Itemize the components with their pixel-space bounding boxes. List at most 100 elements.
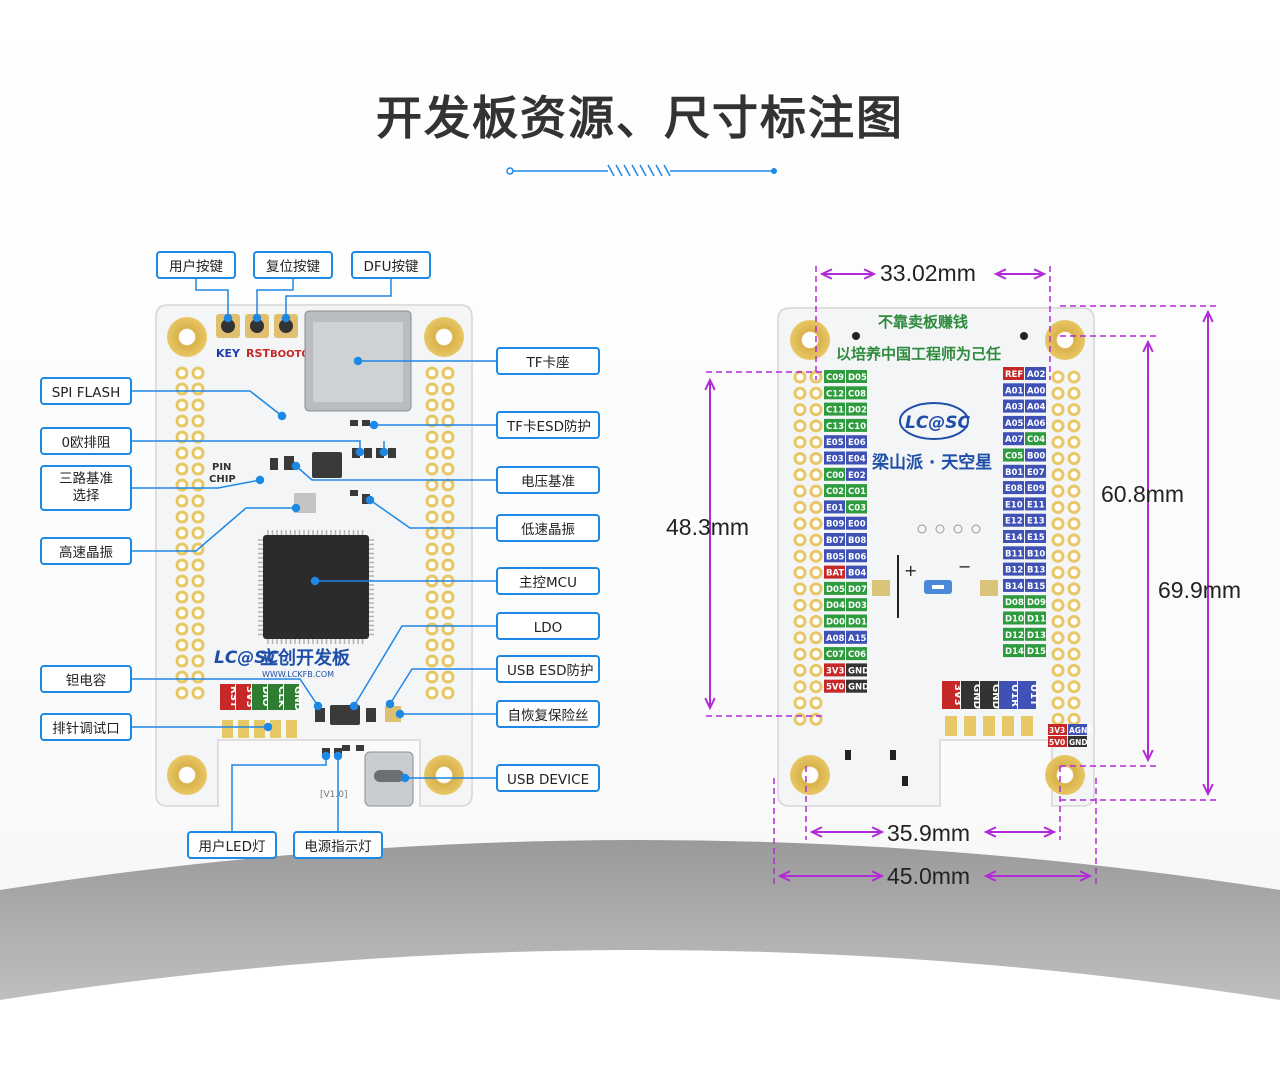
callout-user-led: 用户LED灯 bbox=[187, 831, 277, 859]
pin-label: B15 bbox=[1027, 582, 1045, 592]
pin-label: E01 bbox=[826, 503, 844, 513]
bottom-pin-bg bbox=[942, 681, 960, 709]
callout-leader-dot bbox=[400, 773, 410, 783]
callout-leader-dot bbox=[379, 447, 389, 457]
pin-label: D08 bbox=[1005, 598, 1024, 608]
pin-label: E09 bbox=[1027, 484, 1045, 494]
corner-pin-bg bbox=[1048, 724, 1067, 735]
pin-label-bg bbox=[1025, 432, 1046, 446]
dimension-arrowhead bbox=[809, 826, 823, 838]
pin-label: A03 bbox=[1005, 403, 1023, 413]
callout-zero-ohm: 0欧排阻 bbox=[40, 427, 132, 455]
dimension-arrowhead bbox=[1202, 783, 1214, 797]
pin-label: C11 bbox=[826, 406, 844, 416]
pin-label: A07 bbox=[1005, 435, 1023, 445]
pin-label: A01 bbox=[1005, 386, 1023, 396]
pin-label: B08 bbox=[848, 536, 866, 546]
pin-label-bg bbox=[824, 451, 845, 465]
pin-label: B01 bbox=[1005, 468, 1023, 478]
pin-label-bg bbox=[1025, 367, 1046, 380]
pin-label-bg bbox=[1003, 611, 1024, 625]
callout-leader bbox=[295, 465, 496, 481]
front-mount-holes bbox=[167, 317, 464, 795]
pin-label-bg bbox=[846, 614, 867, 628]
callout-vref-line1: 三路基准 bbox=[59, 471, 113, 487]
pin-label: E00 bbox=[848, 520, 866, 530]
pin-label: PIN bbox=[212, 462, 231, 473]
pin-label: E10 bbox=[1005, 500, 1023, 510]
pin-label: BAT bbox=[826, 569, 844, 579]
bottom-pin-bg bbox=[999, 681, 1017, 709]
callout-leader bbox=[231, 756, 327, 831]
pin-label-bg bbox=[846, 679, 867, 693]
dimension-arrowhead bbox=[983, 826, 997, 838]
pin-label-bg bbox=[824, 386, 845, 400]
pin-label-bg bbox=[824, 533, 845, 546]
pin-label-bg bbox=[1003, 513, 1024, 527]
pin-label: D04 bbox=[826, 601, 845, 611]
callout-low-speed-xtal: 低速晶振 bbox=[496, 514, 600, 542]
front-header-pad bbox=[270, 720, 281, 738]
bottom-pin-label: GND bbox=[971, 684, 982, 709]
pin-label-bg bbox=[1003, 497, 1024, 511]
corner-pin-label: AGND bbox=[1069, 726, 1093, 735]
bottom-pin-pad bbox=[1021, 716, 1033, 736]
callout-leader bbox=[353, 625, 496, 707]
pin-label-bg bbox=[824, 598, 845, 612]
pin-label-bg bbox=[824, 630, 845, 644]
pin-label-bg bbox=[1025, 546, 1046, 560]
pin-label: GND bbox=[848, 683, 869, 693]
front-header-pin-bg bbox=[220, 684, 235, 710]
pin-label-bg bbox=[824, 516, 845, 530]
pin-label: B00 bbox=[1027, 452, 1045, 462]
pin-label: GND bbox=[848, 666, 869, 676]
front-version: [V1.0] bbox=[320, 790, 348, 800]
pin-label-bg bbox=[846, 663, 867, 677]
pin-label-bg bbox=[846, 418, 867, 432]
pin-label-bg bbox=[1003, 481, 1024, 495]
dimension-arrowhead bbox=[704, 377, 716, 391]
pin-label: A00 bbox=[1027, 386, 1045, 396]
pin-label: E06 bbox=[848, 438, 866, 448]
pin-label: C02 bbox=[826, 487, 844, 497]
front-brand-url: WWW.LCKFB.COM bbox=[262, 670, 334, 679]
pin-label-bg bbox=[1025, 481, 1046, 495]
callout-user-key: 用户按键 bbox=[156, 251, 236, 279]
pin-label-bg bbox=[1025, 644, 1046, 658]
pin-label-bg bbox=[824, 549, 845, 563]
dim-right-inner-height: 60.8mm bbox=[1101, 481, 1185, 507]
pin-label: C07 bbox=[826, 650, 844, 660]
pin-label-bg bbox=[824, 614, 845, 628]
front-header-pin-bg bbox=[268, 684, 283, 710]
pin-label-bg bbox=[1003, 578, 1024, 592]
pin-label-bg bbox=[824, 467, 845, 481]
callout-leader-dot bbox=[223, 313, 233, 323]
bottom-pin-pad bbox=[964, 716, 976, 736]
front-header-pin-bg bbox=[236, 684, 251, 710]
pin-label-bg bbox=[824, 484, 845, 498]
pin-label: B07 bbox=[826, 536, 844, 546]
pin-label: C09 bbox=[826, 373, 844, 383]
pin-label: D07 bbox=[848, 585, 867, 595]
callout-leader-dot bbox=[291, 503, 301, 513]
callout-leaders bbox=[132, 279, 496, 831]
pin-label-bg bbox=[1025, 464, 1046, 478]
callout-leader-dot bbox=[369, 420, 379, 430]
bottom-pin-bg bbox=[961, 681, 979, 709]
pin-label: D14 bbox=[1005, 647, 1024, 657]
pin-label: A15 bbox=[848, 634, 866, 644]
dim-outer-width: 45.0mm bbox=[887, 863, 971, 889]
pin-label: D15 bbox=[1027, 647, 1046, 657]
corner-pin-label: 3V3 bbox=[1049, 726, 1065, 735]
front-header-pad bbox=[286, 720, 297, 738]
dimension-arrowhead bbox=[863, 268, 877, 280]
pin-label: D10 bbox=[1005, 615, 1024, 625]
pin-label-bg bbox=[824, 663, 845, 677]
pin-label-bg bbox=[846, 581, 867, 595]
callout-leader bbox=[285, 279, 392, 318]
pin-label-bg bbox=[1025, 399, 1046, 413]
battery-minus: − bbox=[958, 557, 971, 576]
pin-label-bg bbox=[846, 565, 867, 579]
